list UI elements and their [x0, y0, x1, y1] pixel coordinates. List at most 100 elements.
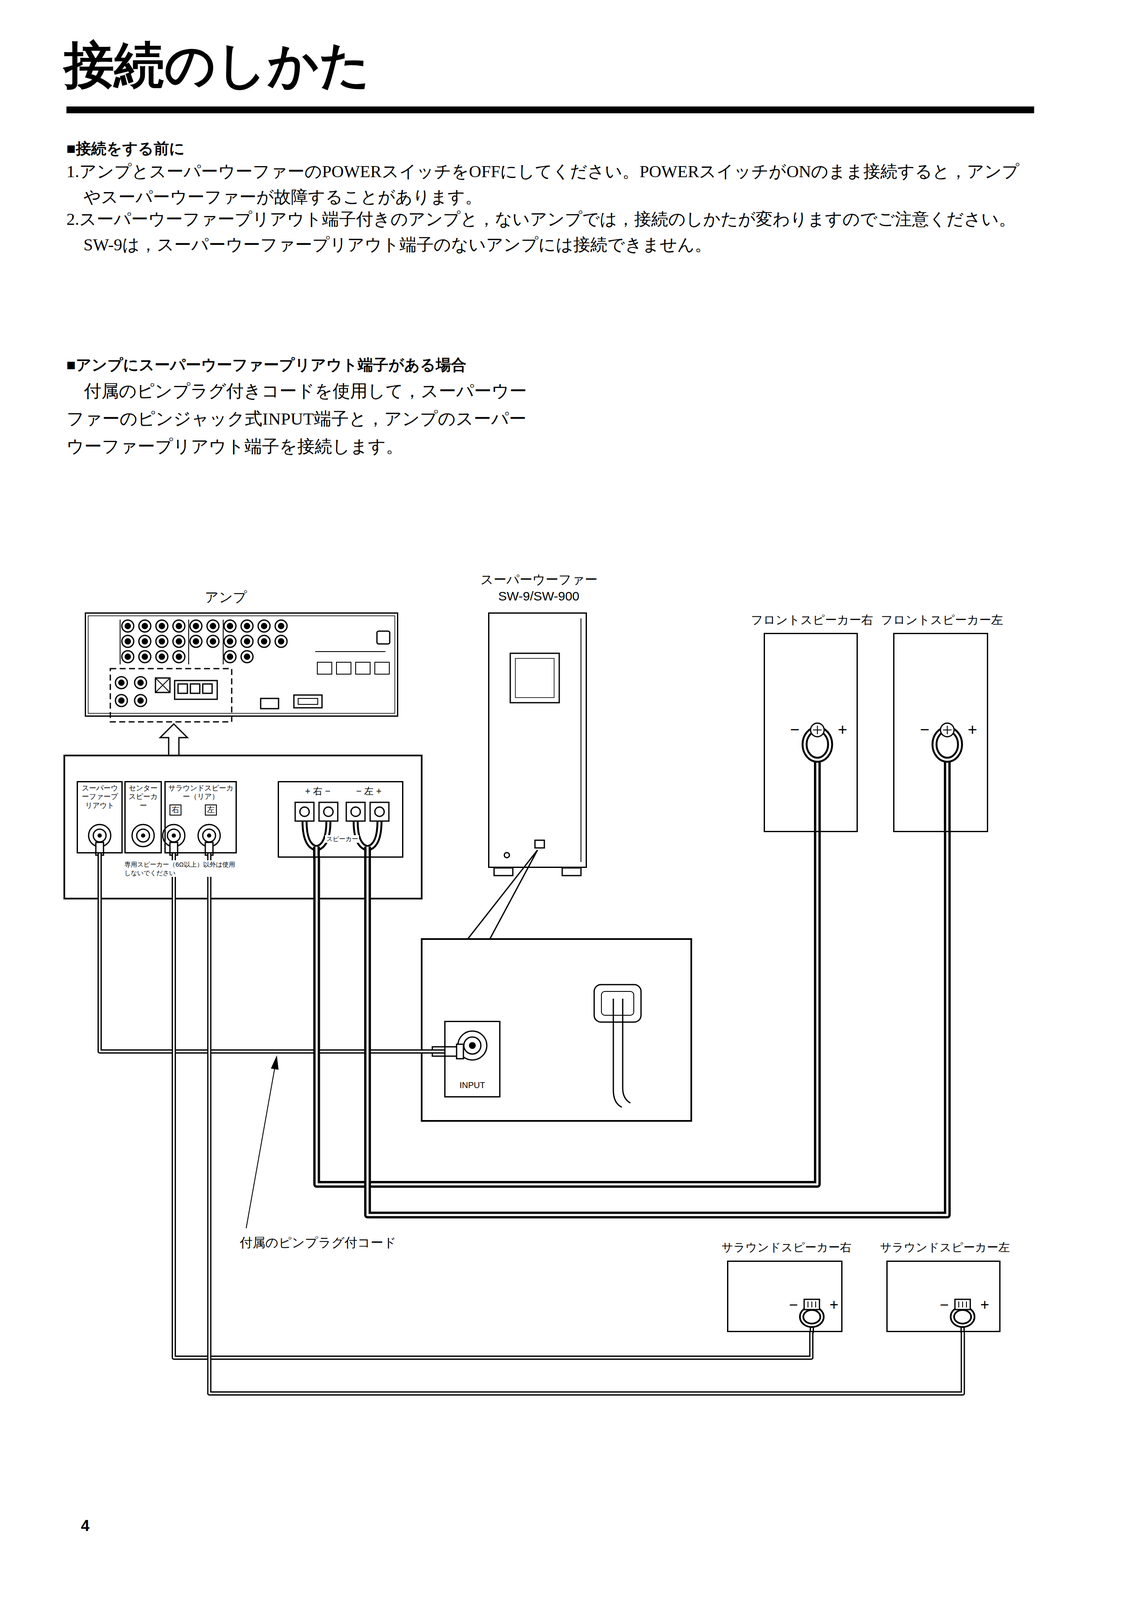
rca-jack — [241, 620, 253, 633]
rca-jack — [189, 620, 202, 633]
speaker-box: フロントスピーカー右−+ — [763, 632, 858, 833]
speaker-terminal — [190, 684, 200, 694]
terminal-label: − 左 + — [343, 785, 395, 797]
rca-jack — [172, 620, 185, 633]
section-heading: ■接続をする前に — [66, 138, 748, 159]
terminal-label: + 右 − — [292, 785, 344, 797]
jack-divider — [119, 619, 121, 665]
speaker-cable — [355, 821, 380, 849]
rca-jack — [121, 650, 134, 663]
speaker-cable — [952, 1308, 973, 1326]
panel-marking — [155, 678, 170, 693]
speaker-cable — [304, 821, 329, 849]
speaker-cable — [801, 1308, 823, 1326]
speaker-box: サラウンドスピーカー左−+ — [886, 1260, 1001, 1333]
rca-jack — [121, 635, 134, 648]
front-panel — [510, 653, 560, 703]
speaker-terminal — [202, 684, 213, 694]
terminal-label: センタースピーカー — [127, 784, 159, 811]
rca-jack — [132, 824, 155, 847]
speaker-cable — [946, 759, 949, 834]
rca-jack — [241, 650, 253, 663]
antenna-terminal — [298, 698, 318, 705]
rca-jack — [258, 635, 271, 648]
speaker-switch — [374, 662, 390, 675]
cable-outline — [367, 832, 948, 1216]
polarity-mark: − — [785, 1297, 802, 1313]
input-jack — [463, 1037, 481, 1055]
speaker-switch — [317, 662, 332, 675]
instruction-text: 付属のピンプラグ付きコードを使用して，スーパーウーファーのピンジャック式INPU… — [66, 377, 529, 461]
panel-marking — [155, 678, 170, 693]
speaker-cable — [355, 821, 380, 849]
page-number: 4 — [80, 1516, 115, 1537]
polarity-mark: + — [963, 721, 981, 738]
detail-pointer — [467, 850, 538, 940]
input-jack-box: INPUT — [444, 1020, 501, 1098]
terminal-post — [958, 1301, 967, 1308]
speaker-box: フロントスピーカー左−+ — [893, 632, 989, 833]
title-rule — [66, 106, 1035, 114]
node-heading: フロントスピーカー左 — [879, 612, 1004, 628]
speaker-box: サラウンドスピーカー右−+ — [727, 1260, 843, 1333]
polarity-mark: − — [786, 721, 804, 738]
antenna-terminal — [293, 695, 322, 708]
speaker-terminal — [174, 680, 218, 700]
rca-jack — [115, 694, 128, 707]
cable-outline — [316, 832, 818, 1185]
caution-note: 専用スピーカー（6Ω以上）以外は使用しないでください — [124, 860, 237, 877]
leader-line — [246, 1068, 275, 1229]
input-jack-mark — [534, 840, 545, 849]
rca-jack — [138, 635, 151, 648]
front-panel — [515, 658, 555, 698]
speaker-cable — [801, 1308, 823, 1326]
cabinet-foot — [562, 868, 581, 876]
rca-jack — [155, 650, 168, 663]
rca-jack — [155, 635, 168, 648]
speaker-switch — [336, 662, 351, 675]
rca-jack — [224, 635, 236, 648]
cabinet-foot — [494, 868, 513, 876]
amp-inner-outline — [88, 615, 395, 714]
rca-jack — [241, 635, 253, 648]
enlarge-arrow — [160, 724, 188, 756]
cable-core — [99, 853, 445, 1052]
rca-jack — [275, 635, 288, 648]
speaker-cable — [816, 759, 819, 834]
panel-switch — [376, 631, 390, 644]
rca-jack — [121, 620, 134, 633]
polarity-mark: + — [977, 1297, 992, 1313]
rca-jack — [207, 620, 219, 633]
subwoofer-box: スーパーウーファー SW-9/SW-900 — [488, 612, 587, 869]
node-heading: フロントスピーカー右 — [750, 612, 874, 628]
jack-divider — [188, 619, 190, 665]
leader-arrowhead — [270, 1055, 279, 1070]
terminal-post — [813, 725, 822, 735]
speaker-terminal — [178, 684, 188, 694]
terminal-post — [295, 802, 314, 822]
pin-plug — [456, 1044, 464, 1059]
terminal-post — [804, 1299, 820, 1310]
panel-marking — [315, 651, 386, 653]
power-cord-holder — [601, 991, 634, 1016]
cable-outline — [173, 853, 812, 1358]
rca-jack — [207, 635, 219, 648]
callout-label: 付属のピンプラグ付コード — [239, 1234, 419, 1251]
channel-label: 右 — [169, 804, 182, 816]
rca-jack — [134, 694, 147, 707]
amplifier-box: アンプ — [84, 612, 399, 717]
terminal-label: INPUT — [445, 1080, 500, 1091]
rca-jack — [258, 620, 271, 633]
cabinet-edge — [580, 618, 582, 863]
polarity-mark: + — [833, 721, 851, 738]
rca-jack — [134, 676, 147, 689]
polarity-mark: + — [826, 1297, 842, 1313]
cable-core — [173, 853, 812, 1358]
cable-connector — [316, 832, 818, 1185]
polarity-mark: − — [936, 1297, 952, 1313]
node-heading: スーパーウーファー SW-9/SW-900 — [474, 571, 603, 605]
speaker-switch — [355, 662, 371, 675]
rca-jack — [115, 676, 128, 689]
rca-jack — [189, 635, 202, 648]
power-cord — [613, 998, 622, 1108]
